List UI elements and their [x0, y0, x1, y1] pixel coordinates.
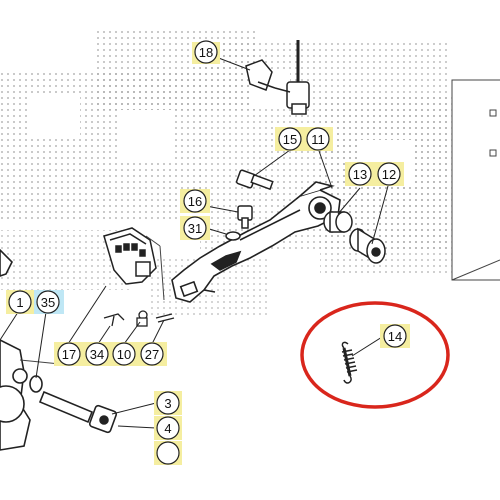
callout-label: 14 [388, 329, 402, 344]
callout-14[interactable]: 14 [380, 324, 410, 348]
callout-35[interactable]: 35 [34, 290, 64, 314]
frame-panel [451, 79, 500, 281]
callout-17[interactable]: 17 [54, 342, 84, 366]
callout-label: 34 [90, 347, 104, 362]
callout-3[interactable]: 3 [154, 391, 182, 415]
leader-lines [0, 56, 389, 429]
callout-label: 35 [41, 295, 55, 310]
callout-label: 10 [117, 347, 131, 362]
part-bolt-15 [235, 169, 274, 191]
part-washer-31 [225, 231, 241, 241]
part-footpeg [103, 227, 165, 301]
part-bushing-13 [323, 211, 353, 233]
callout-1[interactable]: 1 [6, 290, 34, 314]
callout-5[interactable] [154, 441, 182, 465]
callout-27[interactable]: 27 [137, 342, 167, 366]
callout-10[interactable]: 10 [109, 342, 139, 366]
part-rod-linkage [245, 40, 310, 115]
callout-label: 1 [16, 295, 23, 310]
callout-label: 3 [164, 396, 171, 411]
callout-31[interactable]: 31 [180, 216, 210, 240]
callout-18[interactable]: 18 [192, 40, 220, 64]
callout-label: 17 [62, 347, 76, 362]
part-bushing-12 [349, 227, 386, 264]
part-small-pins [103, 310, 175, 327]
callout-label: 12 [382, 167, 396, 182]
callout-4[interactable]: 4 [154, 416, 182, 440]
callout-label: 11 [311, 132, 325, 147]
callout-34[interactable]: 34 [82, 342, 112, 366]
callout-16[interactable]: 16 [180, 189, 210, 213]
callout-label: 13 [353, 167, 367, 182]
part-spring-14 [341, 341, 358, 384]
callout-11[interactable]: 11 [303, 127, 333, 151]
callout-label: 4 [164, 421, 171, 436]
background-watermark [0, 30, 460, 315]
highlight-ring [300, 301, 450, 409]
callout-label: 31 [188, 221, 202, 236]
callout-12[interactable]: 12 [374, 162, 404, 186]
part-bolt-16 [237, 205, 253, 229]
callout-15[interactable]: 15 [275, 127, 305, 151]
callout-13[interactable]: 13 [345, 162, 375, 186]
callout-label: 18 [199, 45, 213, 60]
callout-label: 16 [188, 194, 202, 209]
callout-label: 27 [145, 347, 159, 362]
callout-label: 15 [283, 132, 297, 147]
part-brake-lever [171, 181, 341, 303]
part-lower-assembly [0, 248, 118, 451]
